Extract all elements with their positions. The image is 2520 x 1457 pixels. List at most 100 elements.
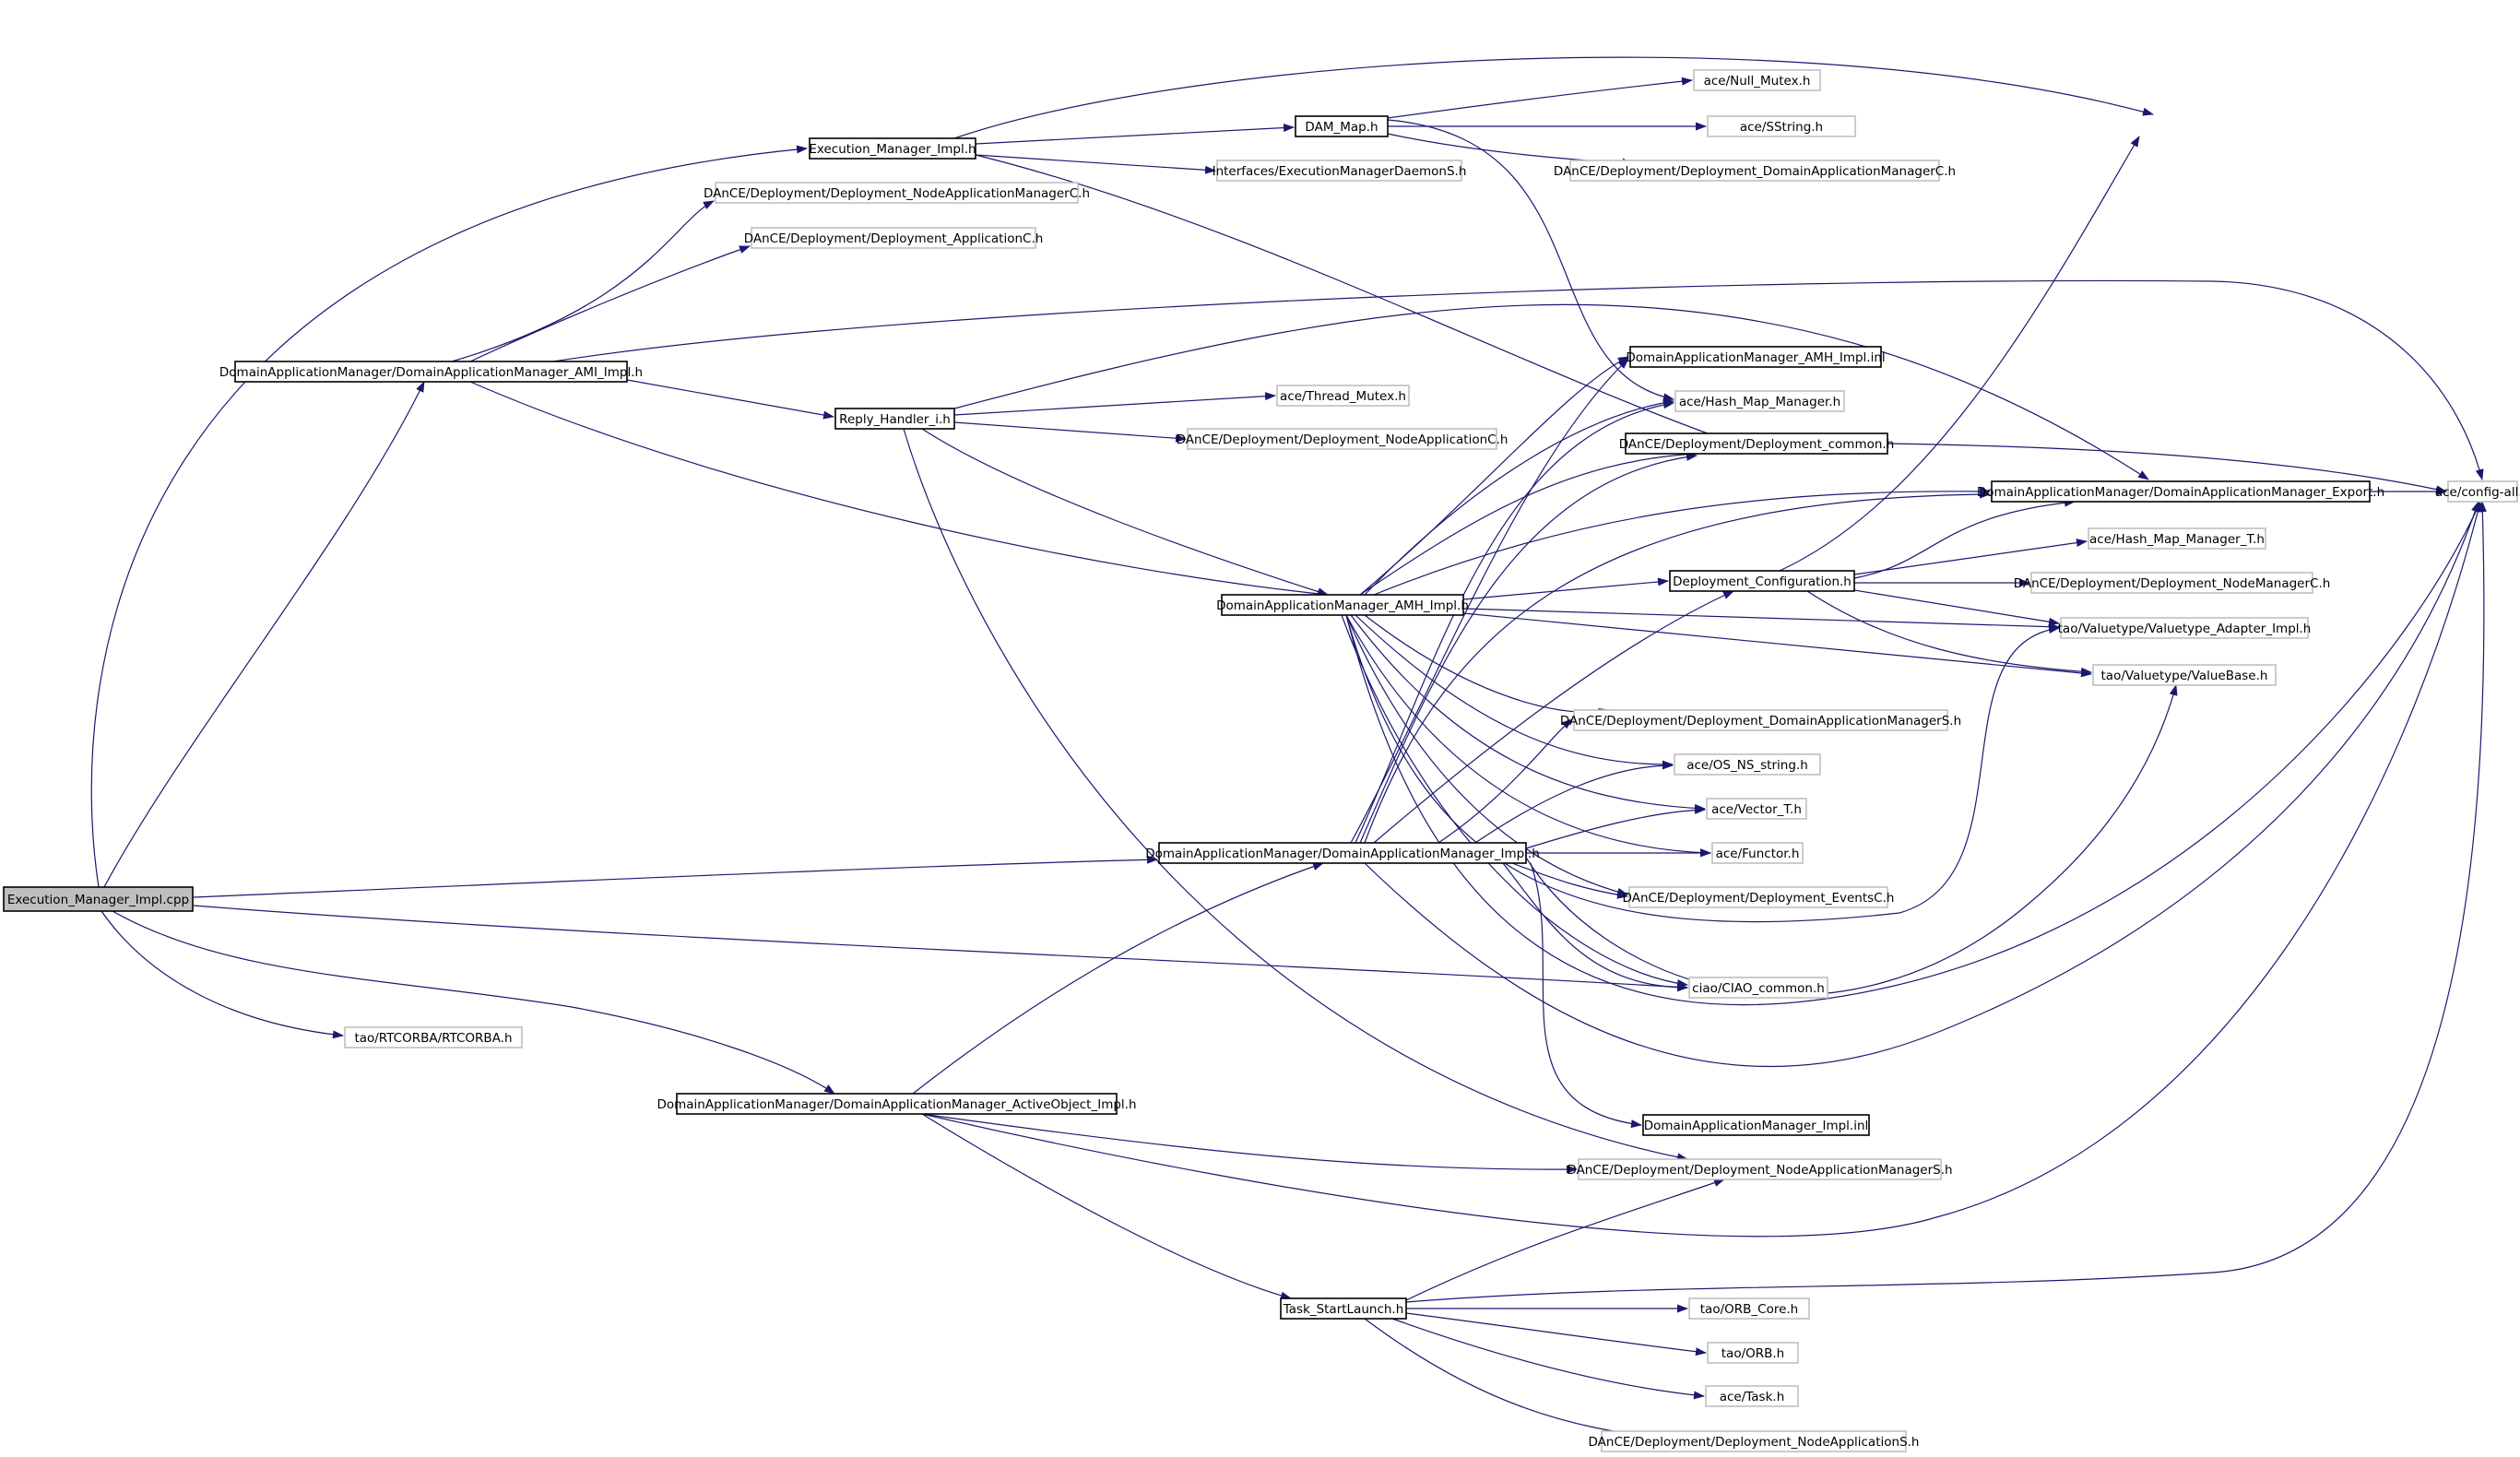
edge-ami-to-reply bbox=[626, 379, 834, 420]
edge-task-to-configall bbox=[1405, 501, 2487, 1303]
edge-dami-to-configall bbox=[1364, 501, 2479, 1068]
node-vectorT: ace/Vector_T.h bbox=[1706, 798, 1807, 820]
node-label: ace/OS_NS_string.h bbox=[1686, 758, 1808, 773]
node-orb: tao/ORB.h bbox=[1707, 1342, 1799, 1364]
node-box bbox=[1707, 115, 1856, 137]
node-label: ciao/CIAO_common.h bbox=[1692, 981, 1825, 996]
node-ami[interactable]: DomainApplicationManager/DomainApplicati… bbox=[219, 361, 643, 383]
node-nodeappmgrC: DAnCE/Deployment/Deployment_NodeApplicat… bbox=[704, 182, 1090, 204]
edge-emi-to-depcommon bbox=[975, 154, 1734, 444]
node-depconfig[interactable]: Deployment_Configuration.h bbox=[1669, 570, 1855, 592]
node-box bbox=[1216, 160, 1462, 182]
node-label: tao/ORB_Core.h bbox=[1700, 1302, 1798, 1317]
edge-dami-to-depcommon bbox=[1359, 452, 1698, 844]
edge-depconfig-to-export bbox=[1853, 498, 2076, 579]
node-label: Execution_Manager_Impl.cpp bbox=[7, 893, 189, 907]
edge-amh-to-depconfig bbox=[1462, 577, 1669, 600]
node-amhinl[interactable]: DomainApplicationManager_AMH_Impl.inl bbox=[1626, 346, 1886, 368]
edge-amh-to-vtadapter bbox=[1462, 608, 2060, 632]
node-nodeappmgrS: DAnCE/Deployment/Deployment_NodeApplicat… bbox=[1567, 1158, 1953, 1180]
node-box bbox=[234, 361, 628, 383]
node-box bbox=[2088, 527, 2266, 550]
edge-dami-to-export bbox=[1364, 490, 1991, 844]
node-box bbox=[3, 886, 194, 912]
edge-root-to-rtcorba bbox=[101, 910, 344, 1039]
node-depcommon[interactable]: DAnCE/Deployment/Deployment_common.h bbox=[1619, 432, 1895, 455]
node-box bbox=[344, 1026, 523, 1048]
edge-dammap-to-nullmutex bbox=[1387, 77, 1693, 119]
node-dami[interactable]: DomainApplicationManager/DomainApplicati… bbox=[1145, 842, 1540, 864]
node-box bbox=[1688, 977, 1828, 999]
node-acetask: ace/Task.h bbox=[1705, 1385, 1799, 1407]
edge-dammap-to-hashmap bbox=[1387, 119, 1674, 402]
node-appC: DAnCE/Deployment/Deployment_ApplicationC… bbox=[744, 227, 1044, 249]
node-label: DAnCE/Deployment/Deployment_ApplicationC… bbox=[744, 231, 1044, 246]
node-box bbox=[2447, 480, 2518, 503]
node-dammap[interactable]: DAM_Map.h bbox=[1295, 115, 1389, 137]
node-box bbox=[1295, 115, 1389, 137]
node-box bbox=[1625, 432, 1888, 455]
node-amh[interactable]: DomainApplicationManager_AMH_Impl.h bbox=[1216, 594, 1469, 616]
node-box bbox=[2030, 572, 2313, 594]
node-label: ace/Task.h bbox=[1720, 1390, 1785, 1404]
node-activeobj[interactable]: DomainApplicationManager/DomainApplicati… bbox=[657, 1093, 1137, 1115]
edge-amh-to-valuebase bbox=[1462, 612, 2092, 678]
node-box bbox=[1991, 480, 2371, 503]
node-label: ace/SString.h bbox=[1740, 120, 1823, 135]
edge-depconfig-to-hashmapT bbox=[1853, 539, 2088, 575]
edge-dami-to-amhinl bbox=[1350, 358, 1629, 844]
edge-dammap-to-domappmgrC bbox=[1387, 133, 1633, 167]
node-box bbox=[834, 408, 955, 430]
edge-task-to-nodeappmgrS bbox=[1405, 1179, 1725, 1301]
edge-reply-to-amh bbox=[921, 428, 1329, 596]
node-box bbox=[2092, 664, 2277, 686]
edge-ami-to-nodeappmgrC bbox=[451, 200, 715, 362]
node-label: DAnCE/Deployment/Deployment_NodeApplicat… bbox=[704, 186, 1090, 201]
node-sstring: ace/SString.h bbox=[1707, 115, 1856, 137]
edge-amh-to-vectorT bbox=[1350, 614, 1706, 812]
node-reply[interactable]: Reply_Handler_i.h bbox=[834, 408, 955, 430]
edge-activeobj-to-configall bbox=[921, 501, 2482, 1238]
node-emi[interactable]: Execution_Manager_Impl.h bbox=[809, 137, 976, 160]
node-label: DomainApplicationManager/DomainApplicati… bbox=[219, 365, 643, 380]
node-label: DAM_Map.h bbox=[1305, 120, 1378, 135]
node-label: Deployment_Configuration.h bbox=[1673, 575, 1852, 589]
node-label: DAnCE/Deployment/Deployment_NodeApplicat… bbox=[1567, 1163, 1952, 1178]
node-orbcore: tao/ORB_Core.h bbox=[1688, 1297, 1810, 1320]
node-label: Task_StartLaunch.h bbox=[1283, 1302, 1404, 1317]
node-label: ace/Null_Mutex.h bbox=[1704, 74, 1811, 89]
edge-ami-to-configall bbox=[552, 279, 2484, 480]
node-box bbox=[1601, 1430, 1907, 1452]
node-label: DomainApplicationManager_AMH_Impl.inl bbox=[1626, 350, 1885, 365]
node-label: DomainApplicationManager_AMH_Impl.h bbox=[1216, 598, 1469, 613]
node-box bbox=[1578, 1158, 1942, 1180]
edge-amh-to-eventsC bbox=[1345, 614, 1628, 896]
node-export[interactable]: DomainApplicationManager/DomainApplicati… bbox=[1977, 480, 2384, 503]
node-functor: ace/Functor.h bbox=[1711, 842, 1804, 864]
node-box bbox=[1276, 385, 1410, 407]
node-label: tao/Valuetype/Valuetype_Adapter_Impl.h bbox=[2058, 622, 2312, 636]
node-task[interactable]: Task_StartLaunch.h bbox=[1280, 1297, 1407, 1320]
edge-task-to-orb bbox=[1405, 1312, 1707, 1356]
node-threadmutex: ace/Thread_Mutex.h bbox=[1276, 385, 1410, 407]
node-box bbox=[1674, 753, 1821, 776]
node-box bbox=[1628, 886, 1888, 908]
edge-dami-to-valuebase bbox=[1525, 684, 2178, 996]
node-label: ace/Vector_T.h bbox=[1711, 802, 1802, 817]
edge-amh-to-ciao bbox=[1341, 614, 1688, 988]
edge-reply-to-nodeappC bbox=[953, 421, 1187, 443]
edge-dami-to-depconfig bbox=[1373, 590, 1734, 844]
node-hashmapT: ace/Hash_Map_Manager_T.h bbox=[2088, 527, 2266, 550]
node-label: DAnCE/Deployment/Deployment_DomainApplic… bbox=[1560, 714, 1961, 728]
edge-dami-to-domappmgrS bbox=[1437, 718, 1573, 844]
node-label: Reply_Handler_i.h bbox=[839, 412, 951, 427]
node-box bbox=[1158, 842, 1527, 864]
edge-activeobj-to-dami bbox=[912, 862, 1324, 1095]
node-label: Execution_Manager_Impl.h bbox=[809, 142, 976, 157]
node-valuebase: tao/Valuetype/ValueBase.h bbox=[2092, 664, 2277, 686]
edge-dami-to-osns bbox=[1474, 761, 1674, 844]
node-box bbox=[1688, 1297, 1810, 1320]
node-emdaemon: Interfaces/ExecutionManagerDaemonS.h bbox=[1213, 160, 1466, 182]
node-daminl[interactable]: DomainApplicationManager_Impl.inl bbox=[1642, 1114, 1870, 1136]
node-root[interactable]: Execution_Manager_Impl.cpp bbox=[3, 886, 194, 912]
